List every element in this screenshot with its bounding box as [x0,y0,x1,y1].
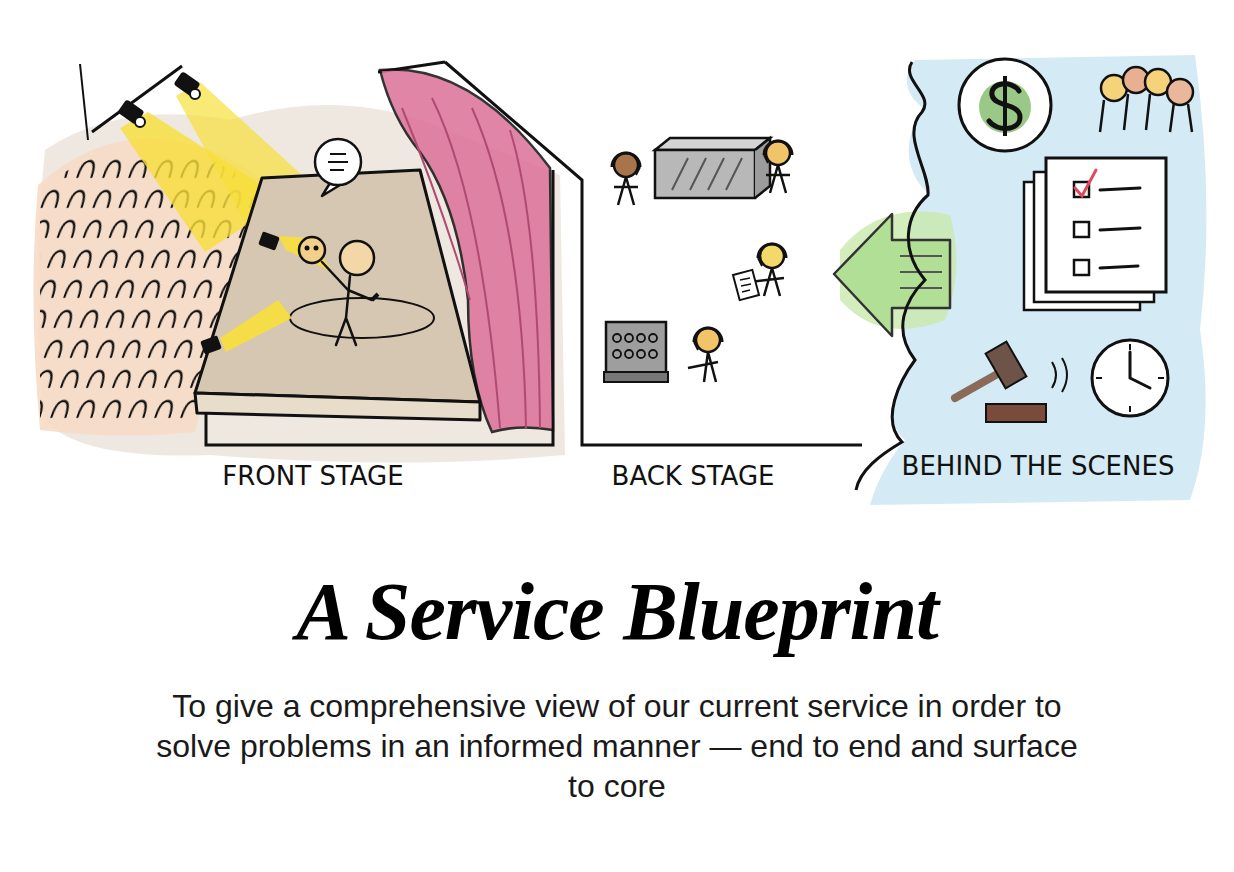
curtain [380,69,553,432]
clock [1092,340,1168,416]
stage-lights [258,231,280,250]
people-group [1100,67,1193,132]
crew-member [758,258,762,266]
control-panel [613,350,621,358]
curtain [380,69,553,432]
spotlight-rig [190,89,200,99]
scene-border [856,62,928,490]
performer [299,237,325,263]
control-panel [606,322,666,378]
stage-platform [195,170,480,402]
crew-member [740,278,751,292]
support-arrow [834,214,950,336]
zone-label: FRONT STAGE [222,462,403,491]
checklist [1100,188,1140,268]
control-panel [604,372,668,382]
control-panel [637,350,645,358]
clock [1092,340,1168,416]
crew-member [688,352,718,382]
control-panel [649,334,657,342]
crew-member [733,244,786,300]
control-panel [637,334,645,342]
crew-member [636,167,640,175]
crew-member [764,141,792,193]
zone-label: BEHIND THE SCENES [902,452,1175,481]
stage-lights [200,231,332,354]
spotlight-rig [92,66,182,132]
gavel [986,342,1027,389]
checklist [1074,260,1089,275]
crew-member [612,153,640,167]
crate [655,150,755,198]
stage-lights [278,236,332,272]
money-icon [989,84,1020,129]
speech-bubble [328,154,348,170]
title: A Service Blueprint [296,567,938,657]
crate [655,138,770,150]
stage-platform [290,298,434,338]
crew-member [766,165,790,193]
crew-member [733,270,759,300]
checklist [1024,158,1166,310]
checklist [1046,158,1166,292]
caption: To give a comprehensive view of our curr… [152,686,1082,806]
control-panel [613,334,657,358]
crew-member [764,155,768,163]
crate [672,158,742,190]
clock [1096,344,1164,412]
crew-member [764,141,792,155]
support-arrow [834,212,956,336]
speech-bubble [315,139,361,196]
crew-member [614,177,638,205]
control-panel [613,334,621,342]
clock [1130,352,1150,388]
spotlight-rig [80,64,88,140]
crew-member [694,342,698,350]
scene-border [856,62,928,490]
stage-platform [195,393,480,420]
people-group [1167,79,1193,105]
zone-label: BACK STAGE [612,462,775,491]
money-icon [959,59,1051,151]
gavel [986,404,1046,422]
checklist [1075,170,1096,196]
crew-member [688,328,722,382]
performer [372,294,378,300]
spotlight-rig [135,117,145,127]
stage-lights [200,335,222,354]
gavel [955,342,1067,422]
checklist [1074,222,1089,237]
control-panel [649,350,657,358]
stage-platform [195,62,862,445]
performer [314,246,319,251]
gavel [1052,358,1067,392]
crew-member [758,244,786,258]
control-panel [625,334,633,342]
performer [305,246,310,251]
control-panel [625,350,633,358]
stage-lights [220,300,292,352]
crate [655,138,770,198]
performer [299,237,378,345]
speech-bubble [315,139,361,185]
crew-member [694,328,722,342]
curtain [402,98,540,428]
money-icon [959,59,1051,151]
crew-member [612,153,640,205]
control-panel [604,322,668,382]
performer [340,241,374,275]
